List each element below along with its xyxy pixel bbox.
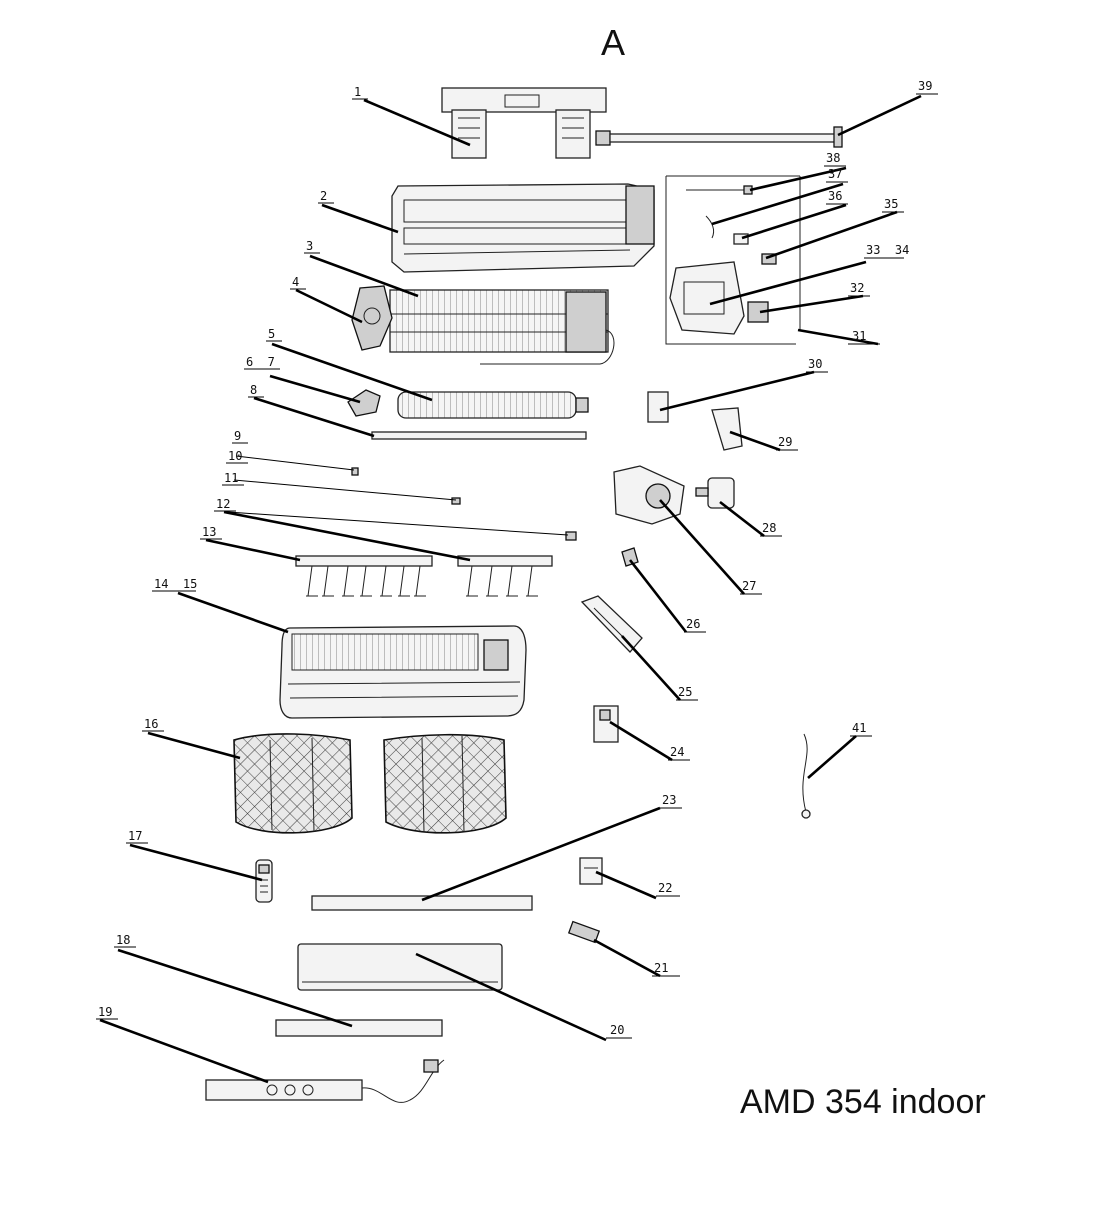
callout-27: 27 — [742, 579, 756, 593]
callout-41: 41 — [852, 721, 866, 735]
callout-38: 38 — [826, 151, 840, 165]
callout-29: 29 — [778, 435, 792, 449]
part-electric-box — [669, 261, 745, 335]
part-chassis — [391, 183, 655, 273]
callout-17: 17 — [128, 829, 142, 843]
part-crossflow-fan — [397, 391, 589, 419]
part-motor-bracket — [351, 285, 393, 351]
part-front-frame — [279, 625, 527, 719]
callout-19: 19 — [98, 1005, 112, 1019]
callout-32: 32 — [850, 281, 864, 295]
part-25 — [580, 595, 643, 653]
diagram-caption: AMD 354 indoor — [740, 1083, 986, 1121]
callout-14-15: 14 15 — [154, 577, 197, 591]
part-small-9 — [351, 467, 359, 476]
part-front-panel — [297, 943, 503, 991]
callout-9: 9 — [234, 429, 241, 443]
callout-24: 24 — [670, 745, 684, 759]
part-valve — [567, 920, 601, 944]
callout-13: 13 — [202, 525, 216, 539]
callout-10: 10 — [228, 449, 242, 463]
part-display-strip — [275, 1019, 443, 1037]
part-41-cable — [801, 733, 811, 819]
part-control-box — [205, 1059, 445, 1103]
callout-12: 12 — [216, 497, 230, 511]
callout-23: 23 — [662, 793, 676, 807]
callout-30: 30 — [808, 357, 822, 371]
part-26 — [621, 547, 639, 567]
part-fan-motor — [695, 477, 735, 509]
part-37 — [705, 215, 715, 239]
part-36 — [733, 233, 749, 245]
part-bearing — [347, 389, 381, 417]
part-motor-housing — [613, 465, 685, 525]
part-louver-right — [457, 555, 553, 597]
callout-1: 1 — [354, 85, 361, 99]
part-filter-left — [233, 733, 353, 834]
sheet-title: A — [601, 22, 625, 63]
part-bottom-strip — [311, 895, 533, 911]
part-connecting-pipe — [595, 126, 843, 148]
callout-4: 4 — [292, 275, 299, 289]
callout-28: 28 — [762, 521, 776, 535]
callout-11: 11 — [224, 471, 238, 485]
callout-underlines — [96, 93, 938, 1039]
callout-20: 20 — [610, 1023, 624, 1037]
callout-2: 2 — [320, 189, 327, 203]
callout-21: 21 — [654, 961, 668, 975]
callout-18: 18 — [116, 933, 130, 947]
callout-35: 35 — [884, 197, 898, 211]
callout-22: 22 — [658, 881, 672, 895]
part-filter-right — [383, 733, 507, 834]
callout-39: 39 — [918, 79, 932, 93]
electric-box-group — [665, 175, 801, 345]
callout-16: 16 — [144, 717, 158, 731]
callout-25: 25 — [678, 685, 692, 699]
callout-3: 3 — [306, 239, 313, 253]
callout-36: 36 — [828, 189, 842, 203]
leader-lines — [99, 94, 922, 1084]
part-35 — [761, 253, 777, 265]
callout-8: 8 — [250, 383, 257, 397]
callout-37: 37 — [828, 167, 842, 181]
callout-26: 26 — [686, 617, 700, 631]
part-small-10 — [451, 497, 461, 505]
part-remote-control — [255, 859, 273, 903]
callout-6-7: 6 7 — [246, 355, 275, 369]
part-30 — [647, 391, 669, 423]
part-louver-left — [295, 555, 433, 597]
part-29 — [711, 407, 743, 451]
callout-31: 31 — [852, 329, 866, 343]
part-evaporator — [389, 289, 615, 365]
part-wall-bracket — [441, 87, 607, 159]
part-small-11 — [565, 531, 577, 541]
part-clip-22 — [579, 857, 603, 885]
callout-5: 5 — [268, 327, 275, 341]
callout-33-34: 33 34 — [866, 243, 909, 257]
part-drain-strip — [371, 431, 587, 440]
callout-labels: 1 2 3 4 5 6 7 8 9 10 11 12 13 14 15 16 1… — [98, 79, 932, 1037]
